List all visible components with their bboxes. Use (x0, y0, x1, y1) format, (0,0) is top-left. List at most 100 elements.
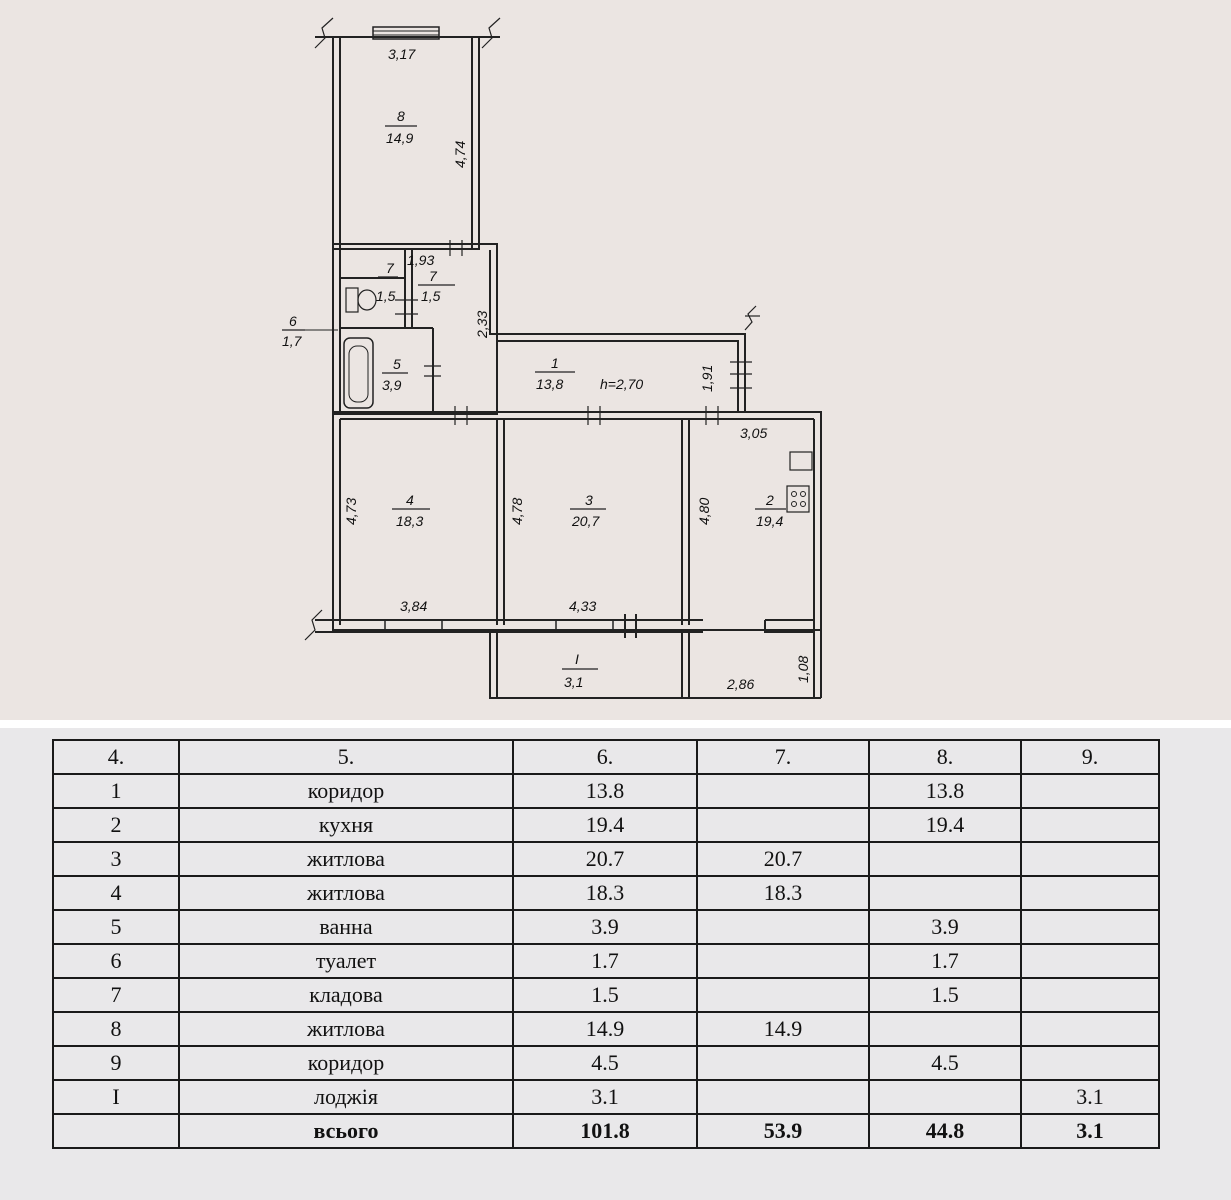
room-4-area: 18,3 (396, 513, 423, 529)
table-cell: 19.4 (868, 807, 1022, 843)
pantry-number: 7 (386, 260, 395, 276)
sink (789, 451, 813, 471)
table-row: 2 кухня 19.4 19.4 (52, 807, 1160, 843)
total-cell: всього (178, 1113, 514, 1149)
header-cell: 8. (868, 739, 1022, 775)
table-cell (868, 1079, 1022, 1115)
bathtub (343, 337, 374, 409)
dim-label: 4,33 (569, 598, 596, 614)
table-cell: 13.8 (868, 773, 1022, 809)
table-cell: 1.7 (512, 943, 698, 979)
total-cell: 53.9 (696, 1113, 870, 1149)
header-cell: 9. (1020, 739, 1160, 775)
table-cell: коридор (178, 773, 514, 809)
table-row: 6 туалет 1.7 1.7 (52, 943, 1160, 979)
table-cell: 7 (52, 977, 180, 1013)
table-cell: кухня (178, 807, 514, 843)
table-cell: лоджія (178, 1079, 514, 1115)
wall-break-mark (304, 609, 323, 641)
table-cell (1020, 841, 1160, 877)
table-cell: 5 (52, 909, 180, 945)
table-cell: 3.9 (512, 909, 698, 945)
header-cell: 7. (696, 739, 870, 775)
table-cell (1020, 1011, 1160, 1047)
table-header-row: 4. 5. 6. 7. 8. 9. (52, 739, 1160, 775)
room-7-number: 7 (429, 268, 438, 284)
room-8-area: 14,9 (386, 130, 413, 146)
ceiling-height: h=2,70 (600, 376, 643, 392)
dim-label: 1,08 (795, 656, 811, 683)
table-cell: 8 (52, 1011, 180, 1047)
table-cell: житлова (178, 875, 514, 911)
table-cell: 13.8 (512, 773, 698, 809)
table-cell: 1.5 (512, 977, 698, 1013)
wall-room-8 (332, 36, 480, 250)
wall-loggia (489, 631, 690, 699)
table-cell: житлова (178, 841, 514, 877)
table-cell (1020, 773, 1160, 809)
table-cell: ванна (178, 909, 514, 945)
table-cell (1020, 875, 1160, 911)
room-1-number: 1 (551, 355, 559, 371)
table-cell: кладова (178, 977, 514, 1013)
table-cell: житлова (178, 1011, 514, 1047)
table-cell: 3.9 (868, 909, 1022, 945)
room-2-number: 2 (765, 492, 774, 508)
table-cell (696, 977, 870, 1013)
table-row: 8 житлова 14.9 14.9 (52, 1011, 1160, 1047)
table-cell (1020, 807, 1160, 843)
table-cell: 1.5 (868, 977, 1022, 1013)
header-cell: 6. (512, 739, 698, 775)
table-cell (868, 841, 1022, 877)
dim-label: 2,86 (726, 676, 754, 692)
wall-break-mark (481, 17, 501, 49)
total-cell: 101.8 (512, 1113, 698, 1149)
floor-plan-drawing: 8 14,9 7 1,5 7 1,5 6 1,7 5 3,9 1 13,8 h=… (282, 17, 822, 699)
room-8-number: 8 (397, 108, 405, 124)
room-5-number: 5 (393, 356, 401, 372)
separator (0, 720, 1231, 728)
table-cell: I (52, 1079, 180, 1115)
room-table: 4. 5. 6. 7. 8. 9. 1 коридор 13.8 13.8 2 … (52, 739, 1160, 1149)
table-row: 3 житлова 20.7 20.7 (52, 841, 1160, 877)
room-2-area: 19,4 (756, 513, 783, 529)
room-6-area: 1,7 (282, 333, 303, 349)
room-table-panel: 4. 5. 6. 7. 8. 9. 1 коридор 13.8 13.8 2 … (0, 728, 1231, 1200)
table-cell (1020, 1045, 1160, 1081)
dim-label: 4,73 (343, 498, 359, 525)
room-7-area: 1,5 (421, 288, 441, 304)
floor-plan: 8 14,9 7 1,5 7 1,5 6 1,7 5 3,9 1 13,8 h=… (0, 0, 1231, 720)
table-cell (1020, 909, 1160, 945)
table-cell: 18.3 (512, 875, 698, 911)
total-cell: 44.8 (868, 1113, 1022, 1149)
table-cell (696, 943, 870, 979)
table-cell: туалет (178, 943, 514, 979)
wall-break-mark (314, 17, 334, 49)
loggia-area: 3,1 (564, 674, 583, 690)
dim-label: 4,74 (452, 141, 468, 168)
table-cell (1020, 943, 1160, 979)
room-5-area: 3,9 (382, 377, 402, 393)
table-row: 5 ванна 3.9 3.9 (52, 909, 1160, 945)
table-cell (696, 1045, 870, 1081)
table-cell: 4.5 (512, 1045, 698, 1081)
table-cell: 18.3 (696, 875, 870, 911)
table-row: 4 житлова 18.3 18.3 (52, 875, 1160, 911)
toilet (345, 287, 359, 313)
table-cell (868, 1011, 1022, 1047)
table-row: 1 коридор 13.8 13.8 (52, 773, 1160, 809)
table-cell (696, 773, 870, 809)
table-cell: 4.5 (868, 1045, 1022, 1081)
dim-label: 2,33 (474, 311, 490, 339)
wall-break-mark (744, 305, 757, 331)
dim-label: 4,78 (509, 498, 525, 525)
pantry-area: 1,5 (376, 288, 396, 304)
table-cell: 1.7 (868, 943, 1022, 979)
table-cell: 14.9 (512, 1011, 698, 1047)
total-cell: 3.1 (1020, 1113, 1160, 1149)
table-cell: коридор (178, 1045, 514, 1081)
table-cell: 20.7 (696, 841, 870, 877)
table-cell (696, 1079, 870, 1115)
total-cell (52, 1113, 180, 1149)
table-cell: 3.1 (1020, 1079, 1160, 1115)
